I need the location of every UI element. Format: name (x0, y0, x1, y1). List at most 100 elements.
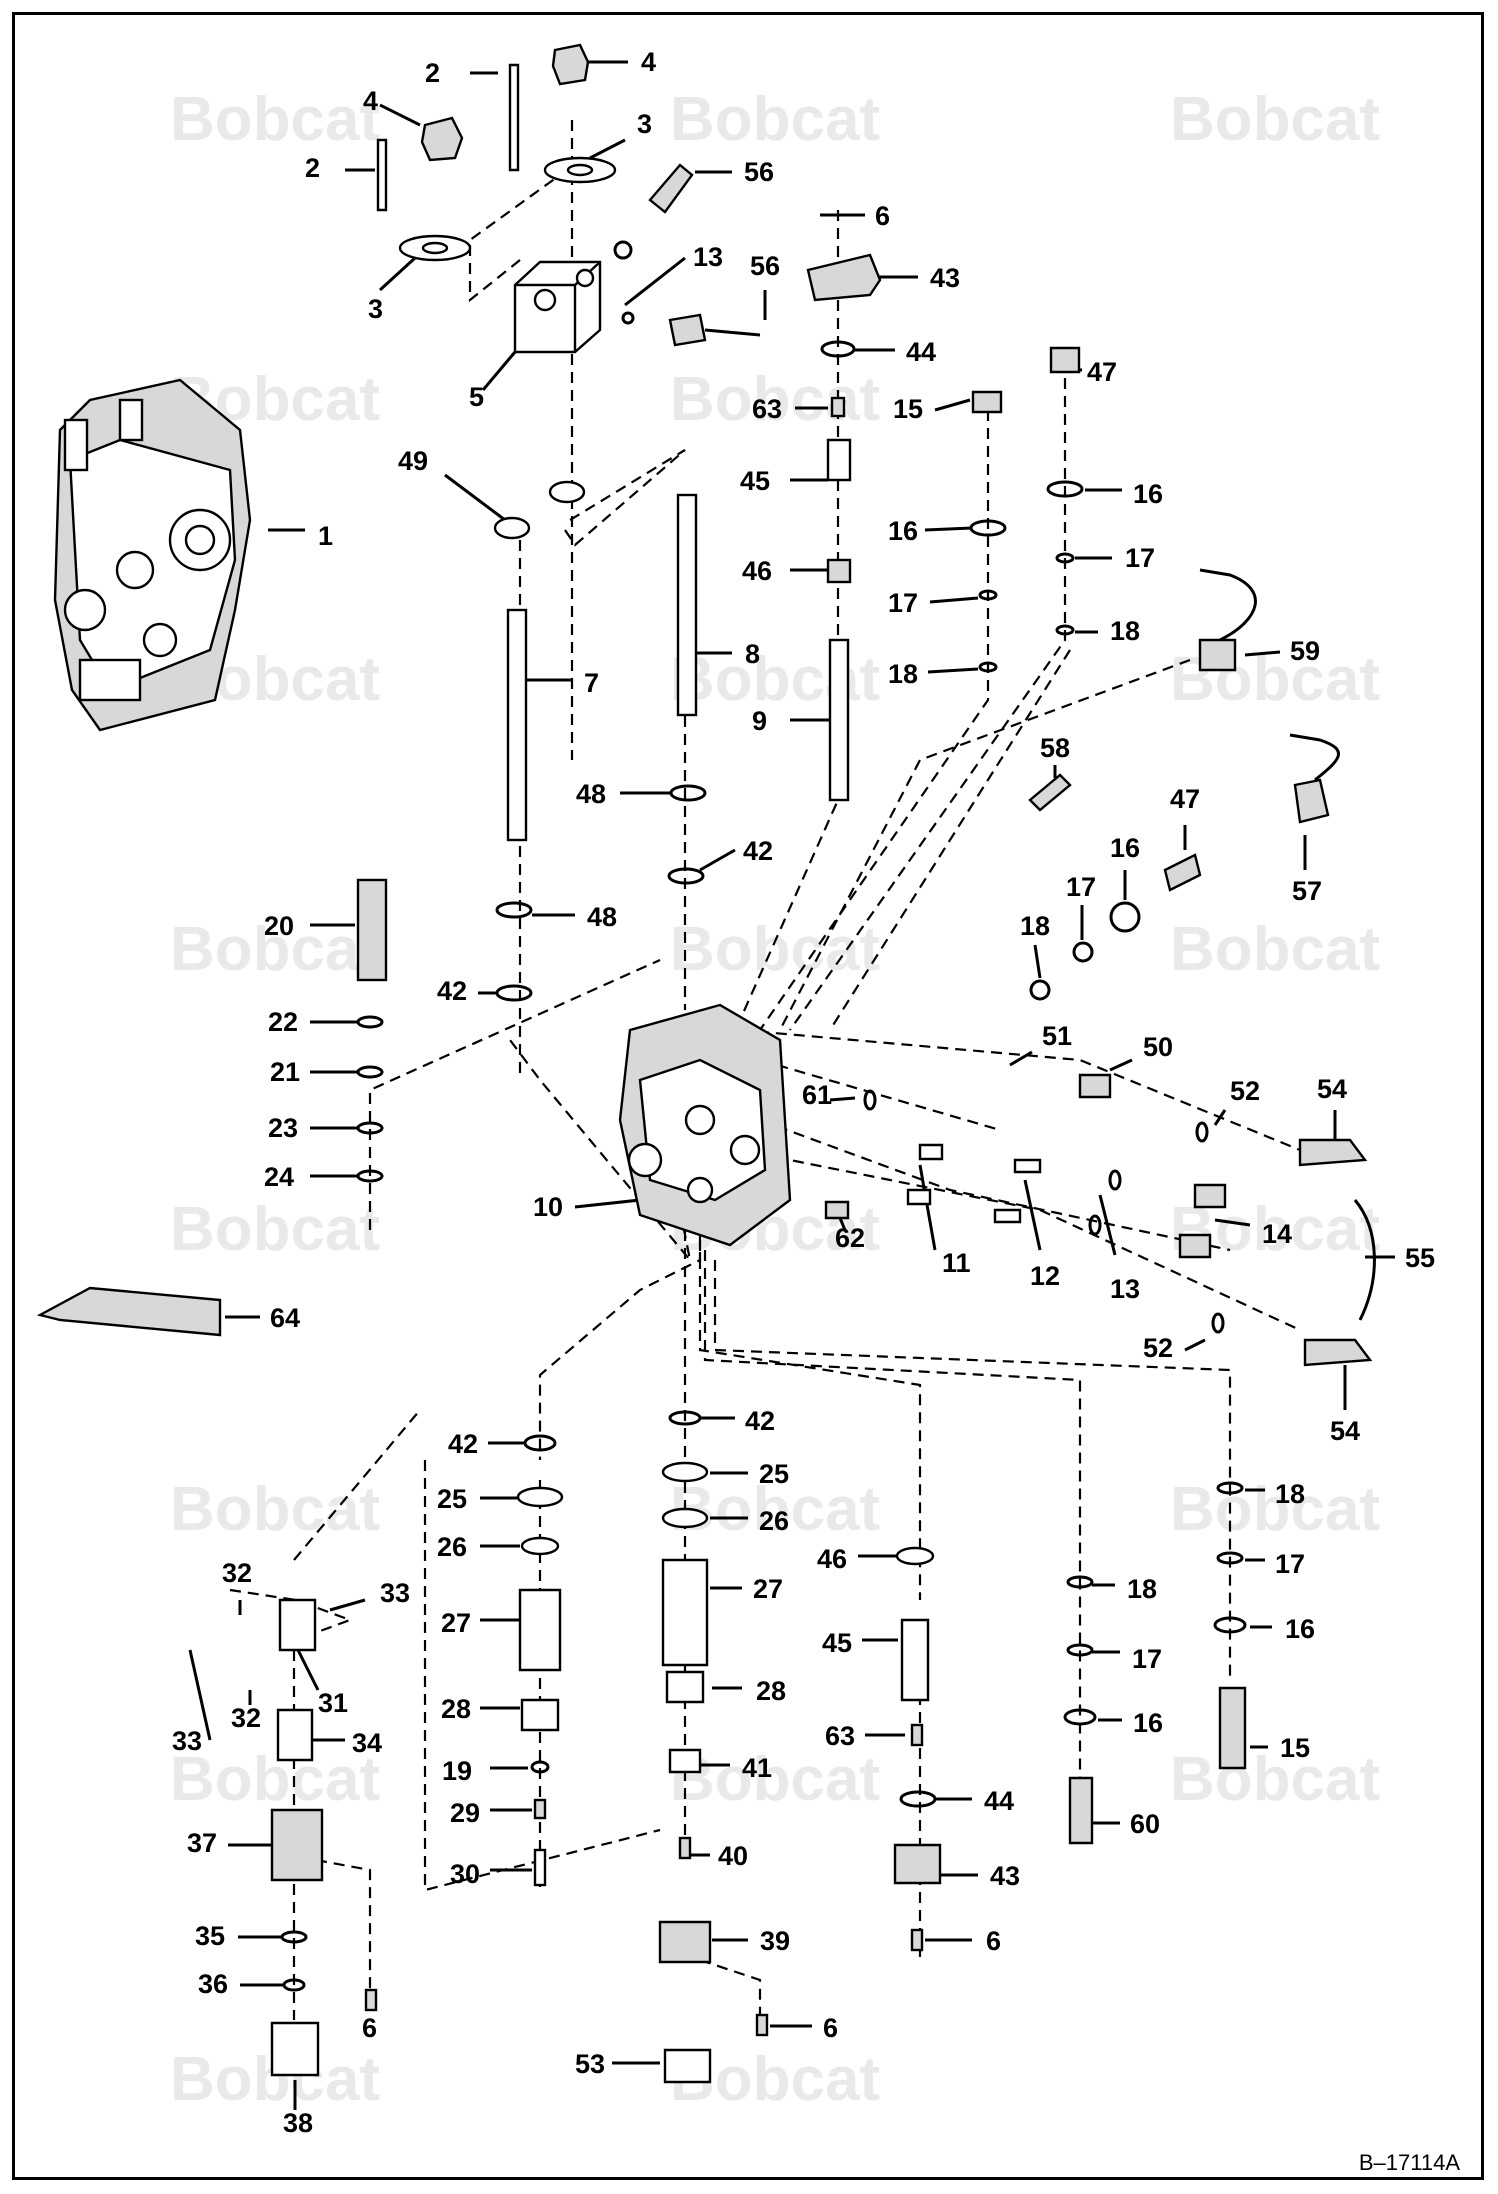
leader-line-c12 (1023, 1179, 1042, 1251)
callout-c1: 1 (318, 521, 333, 551)
callout-c10: 10 (533, 1192, 563, 1222)
callout-c14: 14 (1262, 1219, 1292, 1249)
callout-c37: 37 (187, 1828, 217, 1858)
callout-c33a: 33 (380, 1578, 410, 1608)
leader-line-c13b (1098, 1194, 1117, 1256)
callout-c47b: 47 (1170, 784, 1200, 814)
callout-c13b: 13 (1110, 1274, 1140, 1304)
callout-c53: 53 (575, 2049, 605, 2079)
leader-line-c3b (378, 256, 417, 292)
callout-c63b: 63 (825, 1721, 855, 1751)
callout-c46b: 46 (817, 1544, 847, 1574)
callout-c11: 11 (942, 1248, 971, 1278)
leader-line-c33a (329, 1598, 366, 1612)
callout-c26a: 26 (437, 1532, 467, 1562)
callout-c17d: 17 (1275, 1549, 1305, 1579)
leader-line-c13a (624, 256, 686, 307)
callout-c33b: 33 (172, 1726, 202, 1756)
leader-line-c5 (481, 351, 517, 391)
callout-c12: 12 (1030, 1261, 1060, 1291)
callout-c15a: 15 (893, 394, 923, 424)
leader-line-c61 (829, 1096, 856, 1102)
callout-c42d: 42 (437, 976, 467, 1006)
callout-c31: 31 (318, 1688, 348, 1718)
callout-c25b: 25 (759, 1459, 789, 1489)
callout-c4a: 4 (641, 47, 656, 77)
valve-housing (513, 260, 602, 354)
callout-c34: 34 (352, 1728, 382, 1758)
plug-top (420, 43, 590, 162)
callout-c25a: 25 (437, 1484, 467, 1514)
callout-c18b: 18 (888, 659, 918, 689)
watermark: Bobcat (670, 85, 880, 154)
callout-c49: 49 (398, 446, 428, 476)
callout-c16e: 16 (1133, 1708, 1163, 1738)
callout-c17b: 17 (888, 588, 918, 618)
callout-c26b: 26 (759, 1506, 789, 1536)
leader-line-c11 (918, 1164, 937, 1251)
callout-c36: 36 (198, 1969, 228, 1999)
callout-c16b: 16 (888, 516, 918, 546)
callout-c48b: 48 (587, 902, 617, 932)
main-valve-body (618, 1003, 792, 1247)
leader-line-c42c (699, 848, 736, 872)
callout-c28b: 28 (756, 1676, 786, 1706)
control-valve-assembly (53, 378, 252, 732)
callout-c29: 29 (450, 1798, 480, 1828)
callout-c2b: 2 (305, 153, 320, 183)
callout-c57: 57 (1292, 876, 1322, 906)
callout-c18e: 18 (1127, 1574, 1157, 1604)
leader-line-c3a (589, 138, 626, 160)
watermark: Bobcat (670, 915, 880, 984)
callout-c60: 60 (1130, 1809, 1160, 1839)
leader-line-c31 (296, 1649, 320, 1691)
callout-c8: 8 (745, 639, 760, 669)
callout-c27b: 27 (753, 1574, 783, 1604)
leader-line-c15a (934, 398, 971, 412)
leader-line-c17b (929, 596, 979, 604)
callout-c22: 22 (268, 1007, 298, 1037)
callout-c39: 39 (760, 1926, 790, 1956)
callout-c54a: 54 (1317, 1074, 1347, 1104)
callout-c5: 5 (469, 382, 484, 412)
watermark: Bobcat (170, 85, 380, 154)
callout-c23: 23 (268, 1113, 298, 1143)
leader-line-c52b (1184, 1338, 1206, 1352)
callout-c45a: 45 (740, 466, 770, 496)
callout-c24: 24 (264, 1162, 294, 1192)
leader-line-c50 (1109, 1058, 1133, 1072)
callout-c58: 58 (1040, 733, 1070, 763)
leader-line-c10 (574, 1198, 641, 1209)
leader-line-c49 (444, 473, 506, 522)
leader-line-c52a (1213, 1109, 1227, 1126)
callout-c64: 64 (270, 1303, 300, 1333)
callout-c42b: 42 (745, 1406, 775, 1436)
callout-c44b: 44 (984, 1786, 1014, 1816)
callout-c47a: 47 (1087, 357, 1117, 387)
callout-c44a: 44 (906, 337, 936, 367)
callout-c17c: 17 (1066, 872, 1096, 902)
callout-c17e: 17 (1132, 1644, 1162, 1674)
callout-c6b: 6 (362, 2013, 377, 2043)
callout-c28a: 28 (441, 1694, 471, 1724)
callout-c55: 55 (1405, 1243, 1435, 1273)
callout-c52a: 52 (1230, 1076, 1260, 1106)
callout-c59: 59 (1290, 636, 1320, 666)
callout-c13a: 13 (693, 242, 723, 272)
callout-c62: 62 (835, 1223, 865, 1253)
callout-c19: 19 (442, 1756, 472, 1786)
callout-c42a: 42 (448, 1429, 478, 1459)
callout-c7: 7 (584, 668, 599, 698)
callout-c6d: 6 (986, 1926, 1001, 1956)
callout-c56b: 56 (750, 251, 780, 281)
callout-c35: 35 (195, 1921, 225, 1951)
callout-c27a: 27 (441, 1608, 471, 1638)
callout-c4b: 4 (363, 86, 378, 116)
leader-lines (188, 60, 1395, 2110)
watermark: Bobcat (170, 1195, 380, 1264)
callout-c2a: 2 (425, 58, 440, 88)
callout-c30: 30 (450, 1859, 480, 1889)
callout-c20: 20 (264, 911, 294, 941)
